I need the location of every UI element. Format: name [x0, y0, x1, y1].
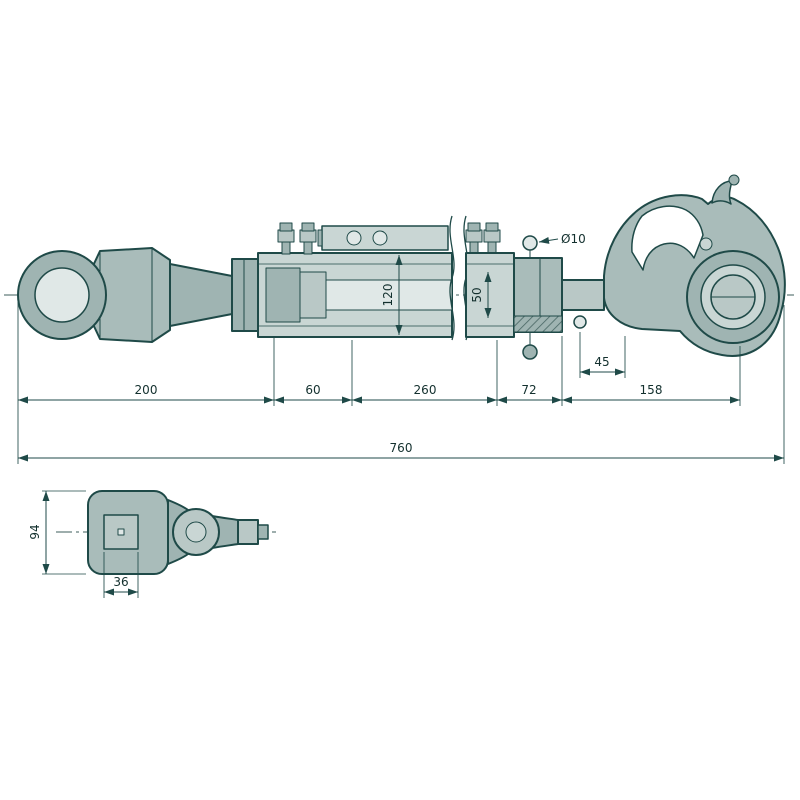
dim-body-diameter: 120 — [381, 255, 403, 335]
dim-hole-width-label: 36 — [113, 575, 128, 589]
bottom-pin-circle — [522, 344, 538, 360]
dim-end-height: 94 — [28, 490, 86, 575]
ball-joint-end — [17, 247, 233, 343]
dim-pin-diameter: Ø10 — [538, 232, 586, 246]
leader-line — [538, 236, 559, 244]
end-view-stub — [237, 519, 259, 545]
latch-lever — [711, 180, 733, 205]
hatched-section — [513, 315, 563, 333]
latch-knob — [728, 174, 740, 186]
latch-pivot — [699, 237, 713, 251]
port-bolt-stem — [281, 241, 291, 255]
dim-158-label: 158 — [640, 383, 663, 397]
manifold-hole-1 — [346, 230, 362, 246]
square-hole-center-mark — [117, 528, 125, 536]
dim-260-label: 260 — [414, 383, 437, 397]
end-view-dome-inner — [185, 521, 207, 543]
end-view-stub-tip — [257, 524, 269, 540]
dim-rod-diameter-label: 50 — [470, 287, 484, 302]
dim-body-diameter-label: 120 — [381, 284, 395, 307]
port-bolt-head — [299, 229, 317, 243]
manifold-hole-2 — [372, 230, 388, 246]
end-view: 94 36 — [28, 490, 276, 598]
port-bolt-top — [279, 222, 293, 232]
port-bolt-stem — [303, 241, 313, 255]
port-bolt-head — [465, 229, 483, 243]
dim-760-label: 760 — [390, 441, 413, 455]
dim-rod-diameter: 50 — [470, 272, 492, 318]
piston-gland — [265, 267, 301, 323]
dim-end-height-label: 94 — [28, 524, 42, 539]
piston-rod — [561, 279, 605, 311]
gland-seal — [299, 271, 327, 319]
dim-hole-width: 36 — [103, 552, 139, 598]
dimension-row: 200 60 260 72 158 760 — [17, 302, 785, 464]
dim-72-label: 72 — [521, 383, 536, 397]
cylinder-left-cap — [231, 258, 259, 332]
ball — [34, 267, 90, 323]
main-view: Ø10 120 50 45 — [4, 174, 794, 464]
fork-housing — [91, 247, 171, 343]
manifold-end-tab — [317, 229, 323, 247]
break-line-left — [449, 215, 455, 341]
dim-hook-offset-label: 45 — [594, 355, 609, 369]
hydraulic-fittings — [277, 222, 501, 255]
port-bolt-top — [301, 222, 315, 232]
port-bolt-head — [483, 229, 501, 243]
dim-60-label: 60 — [305, 383, 320, 397]
port-bolt-top — [467, 222, 481, 232]
hook-pin-circle — [573, 315, 587, 329]
claw-hook — [603, 174, 786, 357]
taper-neck — [169, 263, 233, 327]
dim-pin-diameter-label: Ø10 — [561, 232, 586, 246]
dim-200-label: 200 — [135, 383, 158, 397]
top-pin-circle — [522, 235, 538, 251]
cylinder-body — [231, 252, 453, 338]
piston-rod-core — [325, 279, 453, 311]
hook-jaw-opening — [631, 205, 704, 271]
port-bolt-head — [277, 229, 295, 243]
rod-end-assembly — [465, 235, 605, 360]
port-bolt-top — [485, 222, 499, 232]
dim-hook-offset: 45 — [579, 332, 626, 378]
